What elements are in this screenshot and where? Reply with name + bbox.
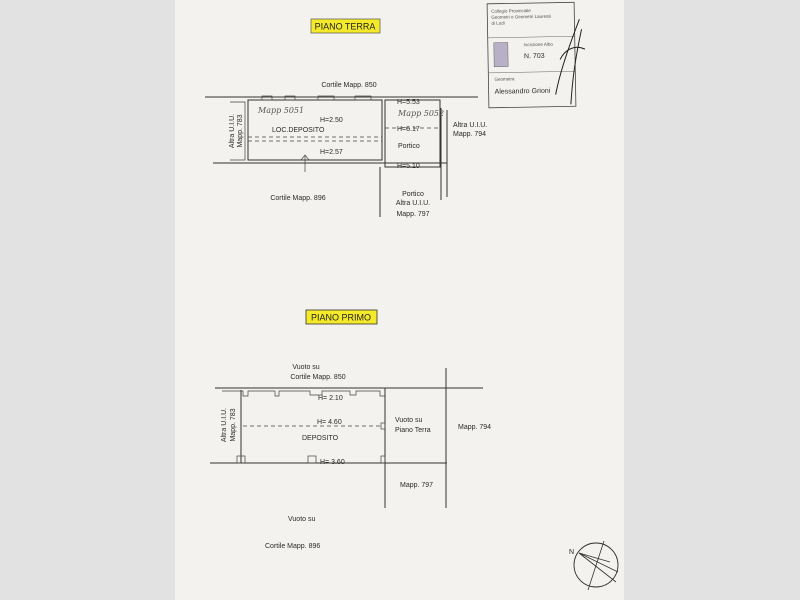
label-line: Mapp. 783 [237,114,244,147]
label-line: Mapp. 797 [396,211,429,218]
pillar [380,455,386,464]
room-label: LOC.DEPOSITO [272,127,325,134]
stamp-text: Geometra [494,76,515,81]
height-label: H= 3.60 [320,459,345,466]
deposito-room [247,99,383,161]
label-line: Vuoto su [288,516,315,523]
height-label: H=2.57 [320,149,343,156]
north-label: N [569,549,574,556]
label-line: Portico [402,191,424,198]
compass-circle [573,542,619,588]
mapp-794-label: Mapp. 794 [458,424,491,431]
label-line: Vuoto su [395,417,422,424]
label-line: Altra U.I.U. [453,122,487,129]
entrance-arrow [300,154,310,161]
neighbor-wall [230,101,246,161]
label-line: Cortile Mapp. 896 [265,543,320,550]
handwritten-note: Mapp 5052 [397,109,444,118]
height-label: H= 4.60 [317,419,342,426]
piano-terra-plan: PIANO TERRA Cortile Mapp. 850 Altra U.I.… [205,18,487,218]
portico-room [384,99,441,168]
stamp-number: N. 703 [524,53,545,60]
left-neighbor-label: Altra U.I.U. Mapp. 783 [229,114,244,148]
compass-needle [587,540,605,591]
window [261,95,273,101]
stamp-emblem [493,42,509,67]
height-label: H=5.53 [397,99,420,106]
wall-pillars [222,390,385,397]
label-line: Mapp. 794 [453,131,486,138]
pillar [307,455,317,464]
compass-needle [578,552,619,573]
stamp-text: Geometri e Geometri Laureati [491,14,551,20]
piano-primo-plan: PIANO PRIMO Vuoto su Cortile Mapp. 850 A… [210,309,491,550]
divider [487,36,575,39]
title-highlight [305,309,378,325]
window [284,95,296,101]
compass-needle [578,552,617,583]
room-label: Portico [398,143,420,150]
stamp-text: Iscrizione Albo [524,42,554,48]
cortile-bottom-label: Cortile Mapp. 896 [270,195,325,202]
window [317,95,335,101]
mapp-797-label: Mapp. 797 [400,482,433,489]
room-label: DEPOSITO [302,435,339,442]
label-line: Cortile Mapp. 850 [290,374,345,381]
pillar [380,422,386,430]
stamp-name: Alessandro Grioni [495,88,551,96]
pillar [236,455,246,464]
height-label: H=2.50 [320,117,343,124]
label-line: Mapp. 783 [230,408,237,441]
label-line: Altra U.I.U. [221,408,228,442]
window [354,95,372,101]
stamp-text: di Lodi [491,21,504,26]
handwritten-note: Mapp 5051 [257,106,304,115]
height-label: H= 2.10 [318,395,343,402]
piano-terra-title: PIANO TERRA [315,22,376,32]
height-label: H=6.17 [397,126,420,133]
label-line: Vuoto su [292,364,319,371]
label-line: Altra U.I.U. [396,200,430,207]
height-label: H=5.10 [397,163,420,170]
signature [555,19,586,105]
stamp-text: Collegio Provinciale [491,8,531,14]
title-highlight [310,18,381,34]
piano-primo-title: PIANO PRIMO [311,313,371,323]
label-line: Piano Terra [395,427,431,434]
professional-stamp: Collegio Provinciale Geometri e Geometri… [486,1,586,109]
divider [488,71,576,74]
cortile-top-label: Cortile Mapp. 850 [321,82,376,89]
label-line: Altra U.I.U. [229,114,236,148]
north-compass: N [569,540,619,591]
left-neighbor-label: Altra U.I.U. Mapp. 783 [221,408,237,442]
compass-needle [578,552,611,563]
stamp-border [486,1,577,109]
